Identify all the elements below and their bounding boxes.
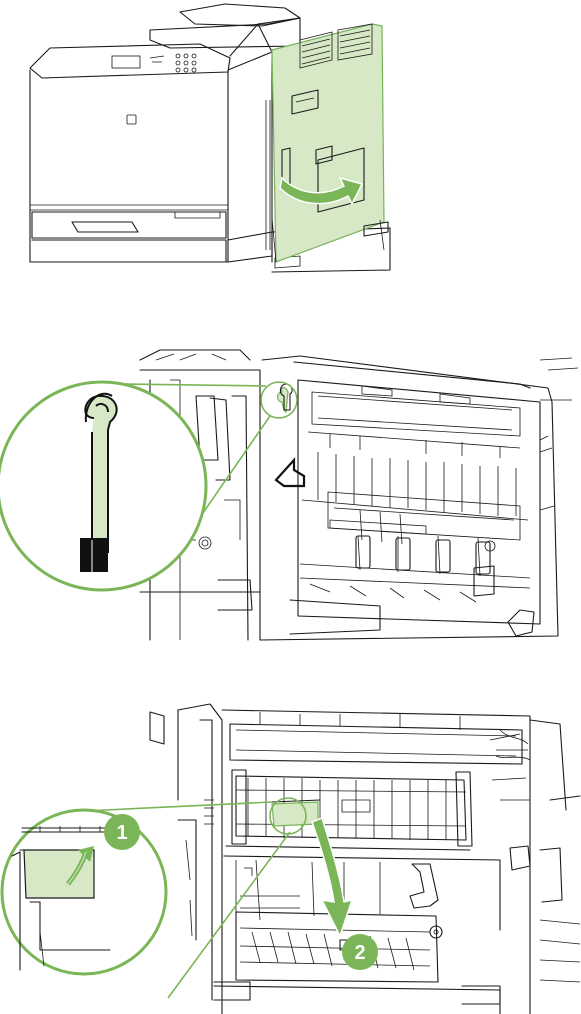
transfer-unit-illustration: 2 1 <box>0 700 581 1014</box>
step-3-transfer-lever-panel: 2 1 <box>0 700 581 1014</box>
step-1-printer-door-panel <box>0 0 581 300</box>
step-badge-2-label: 2 <box>354 942 365 964</box>
step-badge-1-label: 1 <box>116 822 127 844</box>
lower-lever-arrow <box>312 818 352 936</box>
transfer-lever-highlight <box>272 802 318 826</box>
keypad <box>176 54 196 72</box>
logo-icon <box>127 115 136 124</box>
jam-tool-mounted <box>278 384 293 412</box>
step-2-tool-location-panel <box>0 340 581 642</box>
transfer-bracket <box>410 864 438 908</box>
door-interior-illustration <box>0 340 581 642</box>
display-screen <box>112 56 140 68</box>
right-door-highlight <box>272 24 384 262</box>
printer-illustration <box>0 0 581 300</box>
door-latch <box>276 460 304 486</box>
